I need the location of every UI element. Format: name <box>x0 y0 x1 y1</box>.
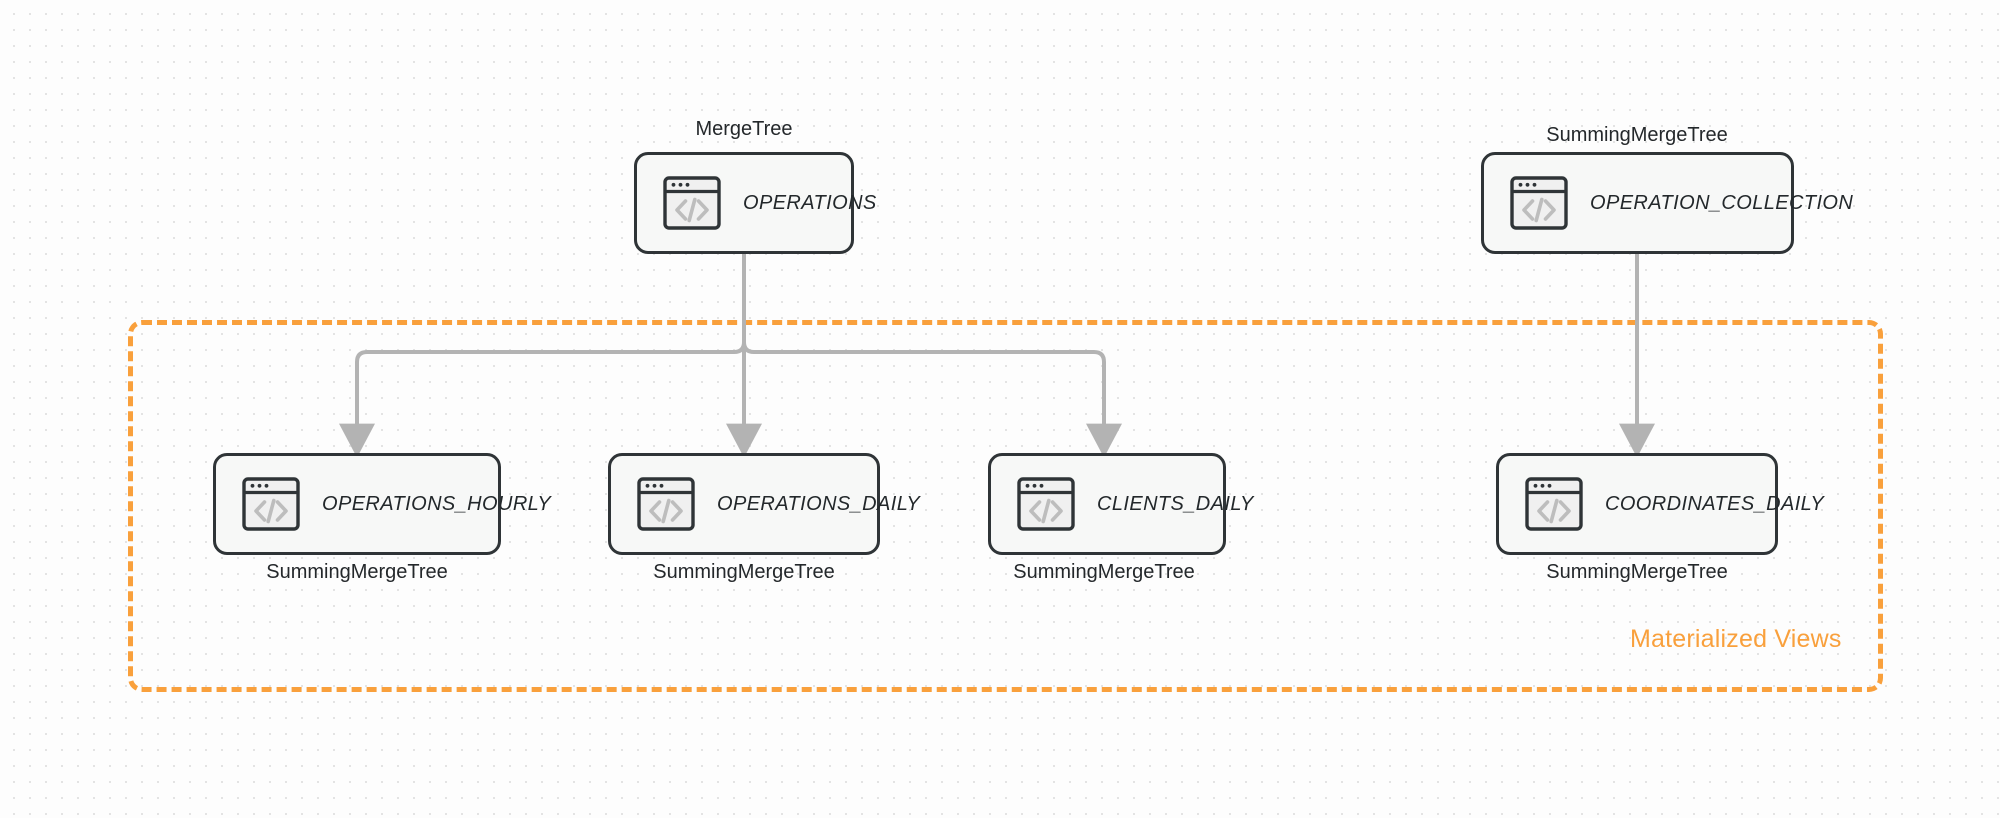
node-operations_daily[interactable]: OPERATIONS_DAILY <box>608 453 920 555</box>
code-window-icon <box>1510 176 1568 230</box>
node-clients_daily[interactable]: CLIENTS_DAILY <box>988 453 1253 555</box>
node-label-clients_daily: CLIENTS_DAILY <box>1097 492 1254 515</box>
node-label-operations_hourly: OPERATIONS_HOURLY <box>322 492 552 515</box>
node-operations[interactable]: OPERATIONS <box>634 152 876 254</box>
engine-caption-operations: MergeTree <box>695 118 793 140</box>
node-label-operation_collection: OPERATION_COLLECTION <box>1590 191 1854 214</box>
materialized-views-label: Materialized Views <box>1630 625 1842 653</box>
engine-caption-operations_hourly: SummingMergeTree <box>266 561 448 583</box>
node-operations_hourly[interactable]: OPERATIONS_HOURLY <box>213 453 551 555</box>
code-window-icon <box>663 176 721 230</box>
code-window-icon <box>637 477 695 531</box>
engine-caption-coordinates_daily: SummingMergeTree <box>1546 561 1728 583</box>
engine-caption-clients_daily: SummingMergeTree <box>1013 561 1195 583</box>
engine-caption-operations_daily: SummingMergeTree <box>653 561 835 583</box>
code-window-icon <box>1017 477 1075 531</box>
code-window-icon <box>1525 477 1583 531</box>
node-operation_collection[interactable]: OPERATION_COLLECTION <box>1481 152 1853 254</box>
node-label-operations: OPERATIONS <box>743 191 877 214</box>
node-label-coordinates_daily: COORDINATES_DAILY <box>1605 492 1825 515</box>
node-coordinates_daily[interactable]: COORDINATES_DAILY <box>1496 453 1824 555</box>
node-label-operations_daily: OPERATIONS_DAILY <box>717 492 921 515</box>
code-window-icon <box>242 477 300 531</box>
engine-caption-operation_collection: SummingMergeTree <box>1546 124 1728 146</box>
